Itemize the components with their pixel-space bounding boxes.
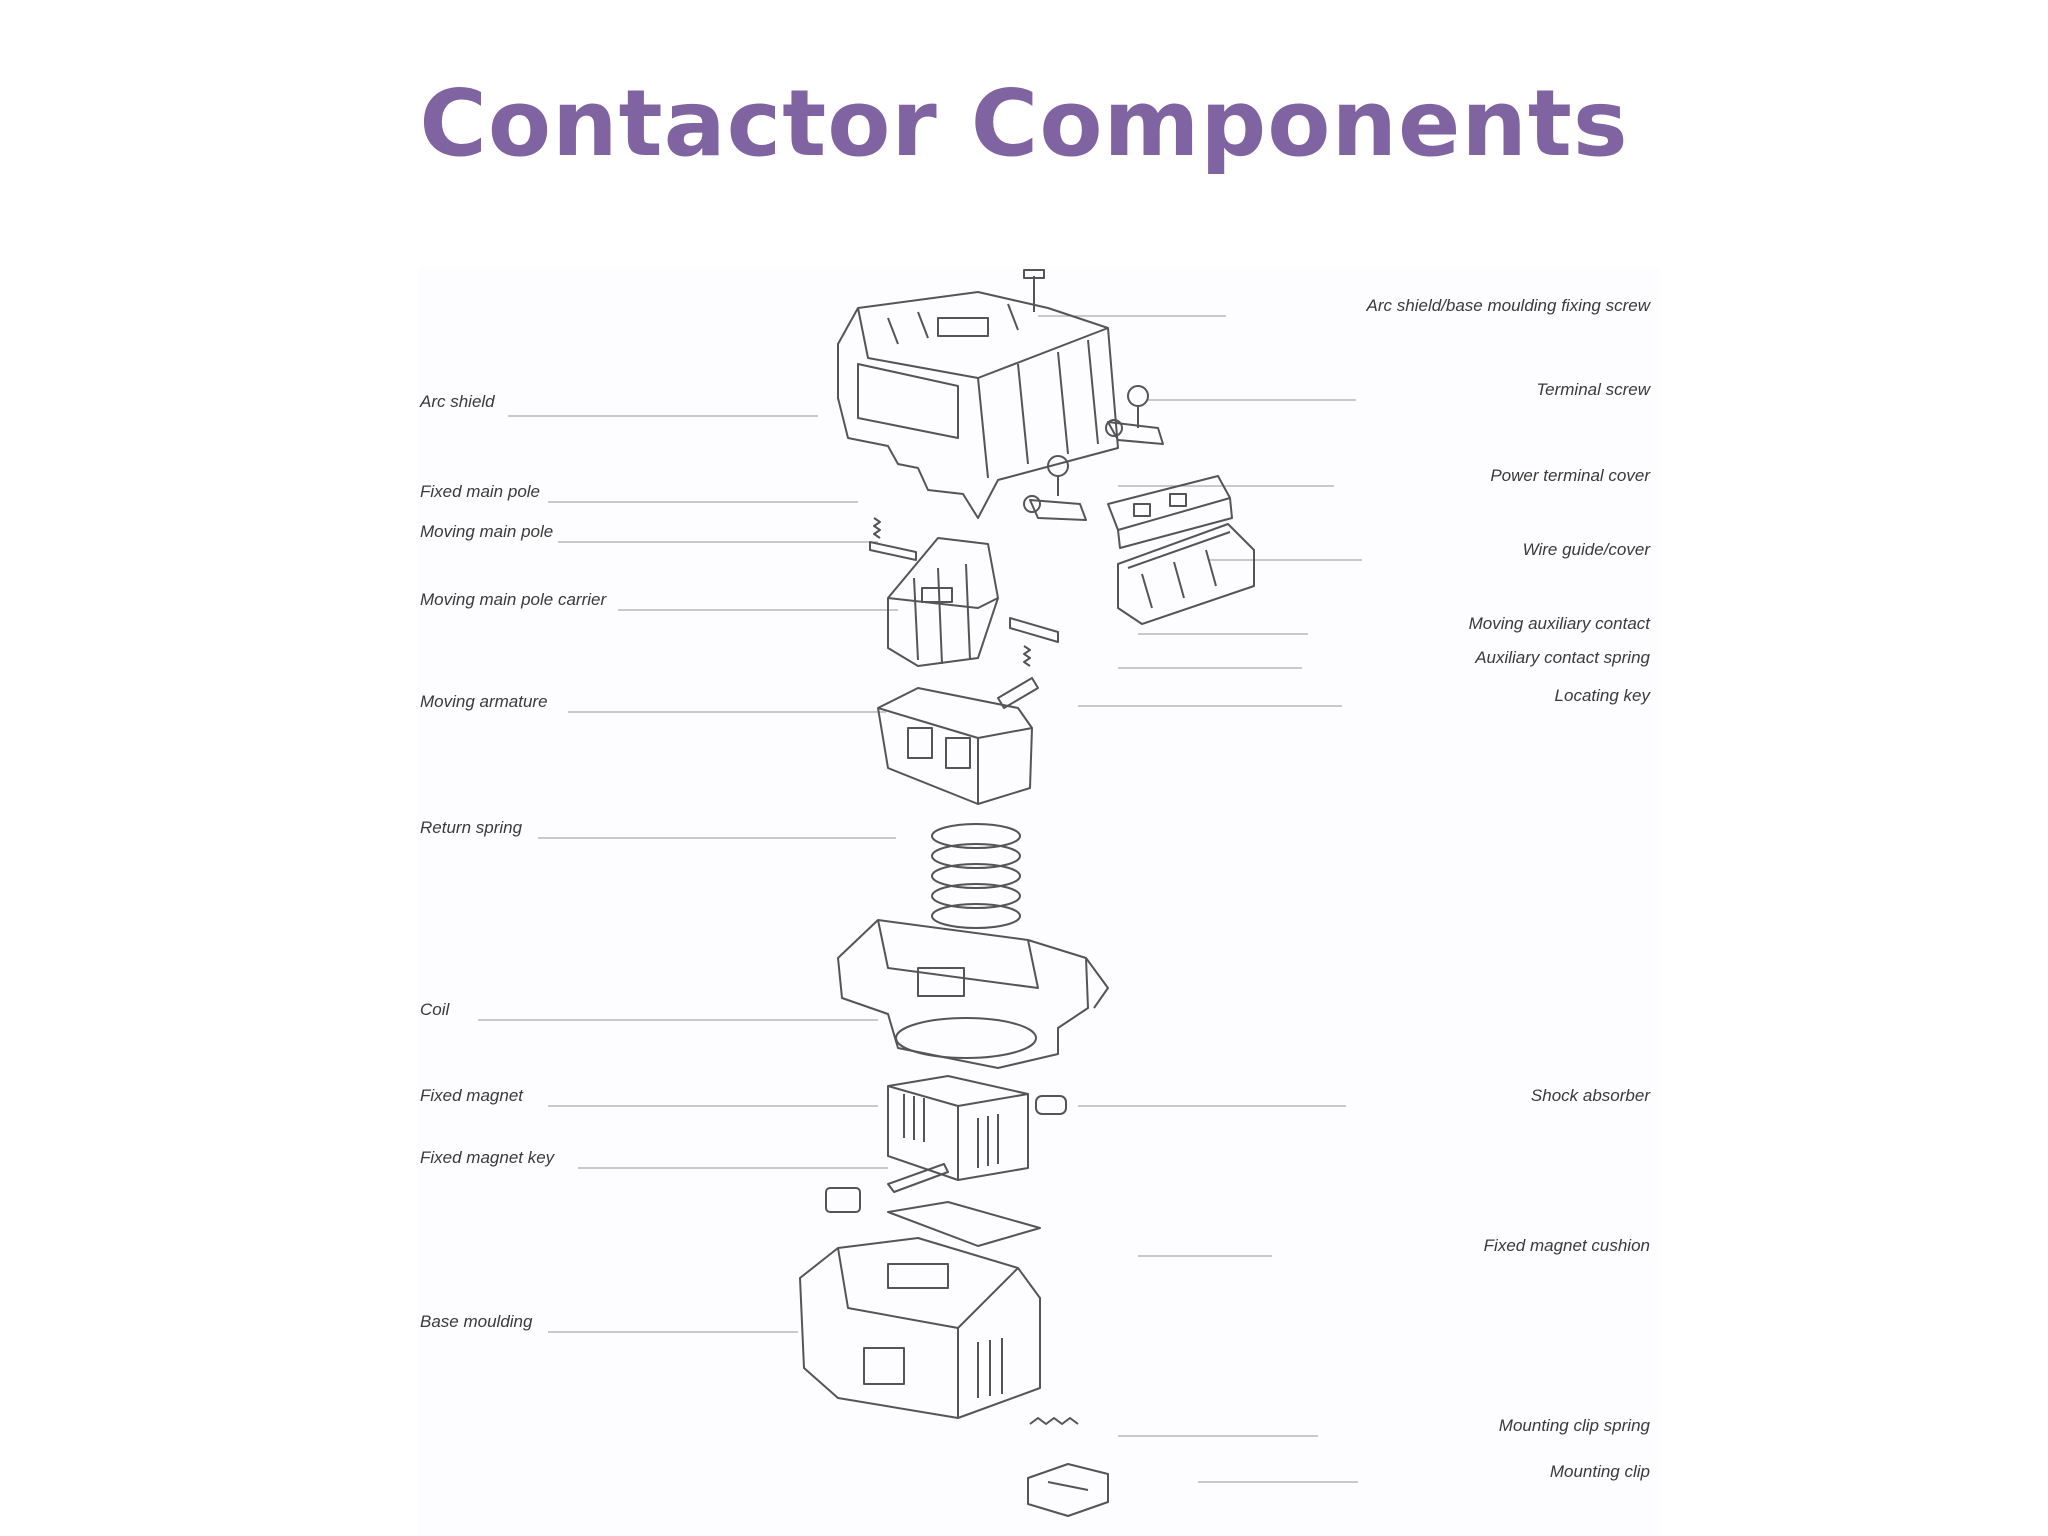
coil-part	[837, 919, 1109, 1069]
right-leader-lines	[1038, 315, 1362, 1483]
diagram-drawing	[478, 269, 1362, 1517]
label-auxiliary-contact-spring: Auxiliary contact spring	[1475, 648, 1650, 667]
label-moving-auxiliary-contact: Moving auxiliary contact	[1468, 614, 1650, 633]
moving-auxiliary-contact-part	[997, 617, 1059, 709]
left-leader-lines	[478, 415, 898, 1333]
page-title: Contactor Components	[419, 70, 1629, 177]
label-mounting-clip-spring: Mounting clip spring	[1498, 1416, 1650, 1435]
label-locating-key: Locating key	[1554, 686, 1650, 705]
power-terminal-cover-part	[1107, 475, 1233, 549]
mounting-clip-part	[1027, 1417, 1109, 1517]
label-fixing-screw: Arc shield/base moulding fixing screw	[1366, 296, 1650, 315]
fixed-magnet-cushion-part	[887, 1201, 1041, 1247]
terminal-screw-part	[1023, 385, 1164, 521]
arc-shield-part	[837, 291, 1119, 519]
label-moving-main-pole-carrier: Moving main pole carrier	[420, 590, 607, 609]
label-wire-guide-cover: Wire guide/cover	[1522, 540, 1650, 559]
moving-main-pole-carrier-part	[887, 537, 999, 667]
label-coil: Coil	[420, 1000, 450, 1019]
label-fixed-main-pole: Fixed main pole	[420, 482, 541, 501]
label-terminal-screw: Terminal screw	[1536, 380, 1650, 399]
label-moving-main-pole: Moving main pole	[420, 522, 554, 541]
label-fixed-magnet-key: Fixed magnet key	[420, 1148, 555, 1167]
fixed-magnet-key-part	[825, 1163, 949, 1213]
moving-main-pole-part	[869, 517, 917, 561]
label-base-moulding: Base moulding	[420, 1312, 533, 1331]
label-arc-shield: Arc shield	[420, 392, 495, 411]
fixed-magnet-part	[887, 1075, 1067, 1181]
label-fixed-magnet-cushion: Fixed magnet cushion	[1483, 1236, 1650, 1255]
return-spring-part	[931, 823, 1021, 929]
label-fixed-magnet: Fixed magnet	[420, 1086, 523, 1105]
label-power-terminal-cover: Power terminal cover	[1490, 466, 1650, 485]
label-shock-absorber: Shock absorber	[1530, 1086, 1650, 1105]
label-mounting-clip: Mounting clip	[1549, 1462, 1650, 1481]
fixing-screw-part	[1023, 269, 1045, 312]
exploded-diagram: Arc shield Fixed main pole Moving main p…	[418, 268, 1660, 1536]
moving-armature-part	[877, 687, 1033, 805]
wire-guide-part	[1117, 523, 1255, 625]
base-moulding-part	[799, 1237, 1041, 1419]
label-return-spring: Return spring	[420, 818, 523, 837]
label-moving-armature: Moving armature	[420, 692, 548, 711]
